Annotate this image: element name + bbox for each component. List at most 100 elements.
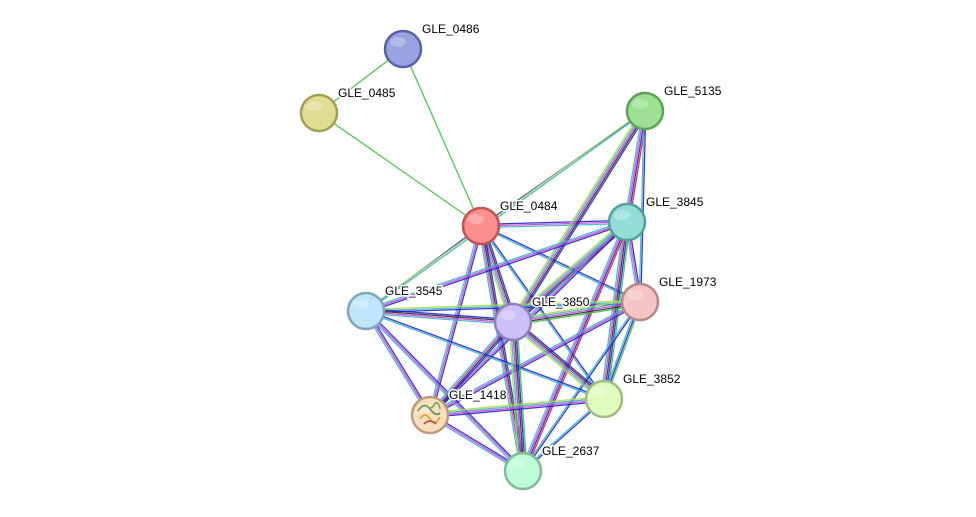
- edge-line-databases: [479, 226, 604, 400]
- node-label-halo: GLE_1418: [449, 388, 507, 402]
- edge-line-cooccurrence: [514, 319, 607, 398]
- edge-line-cooccurrence: [366, 222, 628, 314]
- edge-GLE_3850-GLE_1418: [427, 319, 516, 418]
- edge-line-cooccurrence: [481, 225, 606, 399]
- edge-line-coexpression: [603, 221, 628, 400]
- edge-line-coexpression: [513, 111, 647, 324]
- node-highlight: [591, 387, 607, 397]
- edge-line-experiments: [511, 322, 523, 472]
- node-label: GLE_0485: [338, 86, 396, 100]
- edge-line-databases: [364, 311, 430, 417]
- node-highlight: [306, 101, 322, 111]
- node-label: GLE_3845: [646, 195, 704, 209]
- node-circle[interactable]: [625, 91, 665, 131]
- node-label-halo: GLE_3850: [532, 295, 590, 309]
- node-circle[interactable]: [383, 29, 423, 69]
- node-highlight: [627, 290, 643, 300]
- edge-line-textmining: [365, 299, 640, 311]
- node-circle[interactable]: [584, 379, 624, 419]
- edge-line-databases: [429, 397, 604, 415]
- edge-line-experiments: [365, 221, 628, 312]
- node-circle[interactable]: [493, 302, 533, 342]
- edge-line-databases: [366, 111, 646, 313]
- edge-line-cooccurrence: [515, 112, 649, 325]
- node-circle[interactable]: [346, 291, 386, 331]
- node-label-halo: GLE_3852: [623, 372, 681, 386]
- node-circle[interactable]: [461, 206, 501, 246]
- edge-GLE_0484-GLE_1973: [480, 224, 641, 304]
- edge-line-experiments: [429, 301, 641, 416]
- node-circle[interactable]: [503, 451, 543, 491]
- edge-line-experiments: [479, 226, 523, 472]
- node-highlight: [390, 37, 406, 47]
- protein-structure-icon: [417, 401, 441, 425]
- edge-GLE_3545-GLE_1418: [364, 309, 432, 417]
- edge-line-cooccurrence: [514, 321, 527, 471]
- edge-GLE_1973-GLE_2637: [521, 301, 642, 472]
- edge-line-databases: [509, 322, 522, 472]
- edge-GLE_3852-GLE_1418: [429, 395, 605, 419]
- edge-line-experiments: [521, 221, 627, 471]
- edge-line-cooccurrence: [523, 302, 642, 472]
- node-label: GLE_3545: [385, 284, 443, 298]
- edge-line-neighborhood: [402, 48, 482, 227]
- edge-line-experiments: [365, 310, 524, 472]
- edge-GLE_3850-GLE_2637: [508, 321, 528, 472]
- edge-line-databases: [365, 219, 627, 311]
- node-circle[interactable]: [299, 93, 339, 133]
- node-circle[interactable]: [607, 202, 647, 242]
- node-label: GLE_2637: [542, 444, 600, 458]
- edge-GLE_3845-GLE_2637: [520, 220, 630, 473]
- edge-GLE_3545-GLE_2637: [364, 309, 525, 473]
- edge-line-fusion: [524, 222, 630, 473]
- structure-stroke: [425, 401, 441, 410]
- edge-line-neighborhood: [318, 112, 482, 227]
- structure-stroke: [417, 404, 441, 416]
- edge-line-databases: [511, 109, 645, 322]
- edge-line-cooccurrence: [480, 219, 627, 226]
- node-highlight: [614, 210, 630, 220]
- edge-GLE_3545-GLE_3850: [365, 307, 514, 326]
- edge-GLE_5135-GLE_3545: [365, 109, 646, 313]
- node-label: GLE_3852: [623, 372, 681, 386]
- node-label: GLE_0486: [422, 22, 480, 36]
- node-label-halo: GLE_5135: [664, 84, 722, 98]
- edge-line-textmining: [512, 298, 640, 320]
- edge-line-neighborhood: [516, 321, 528, 471]
- edge-line-databases: [512, 299, 640, 322]
- edge-line-databases: [638, 110, 645, 302]
- edge-GLE_1973-GLE_1418: [428, 300, 642, 417]
- edge-line-textmining: [510, 323, 603, 402]
- edge-GLE_5135-GLE_3850: [509, 108, 649, 325]
- edge-line-coexpression: [513, 321, 525, 471]
- node-highlight: [510, 459, 526, 469]
- edge-line-databases: [481, 222, 628, 229]
- edge-line-cooccurrence: [640, 111, 647, 303]
- edge-GLE_0485-GLE_0484: [318, 112, 482, 227]
- node-highlight: [468, 214, 484, 224]
- edge-line-databases: [511, 322, 604, 401]
- node-circle[interactable]: [410, 395, 450, 435]
- node-label-halo: GLE_0485: [338, 86, 396, 100]
- node-label-halo: GLE_3845: [646, 195, 704, 209]
- edge-line-cooccurrence: [366, 309, 525, 471]
- edge-line-experiments: [480, 221, 628, 227]
- node-circle[interactable]: [620, 282, 660, 322]
- edge-line-databases: [427, 319, 512, 414]
- node-label: GLE_0484: [500, 199, 558, 213]
- node-label: GLE_5135: [664, 84, 722, 98]
- edge-line-textmining: [365, 109, 645, 311]
- edge-line-cooccurrence: [430, 302, 642, 417]
